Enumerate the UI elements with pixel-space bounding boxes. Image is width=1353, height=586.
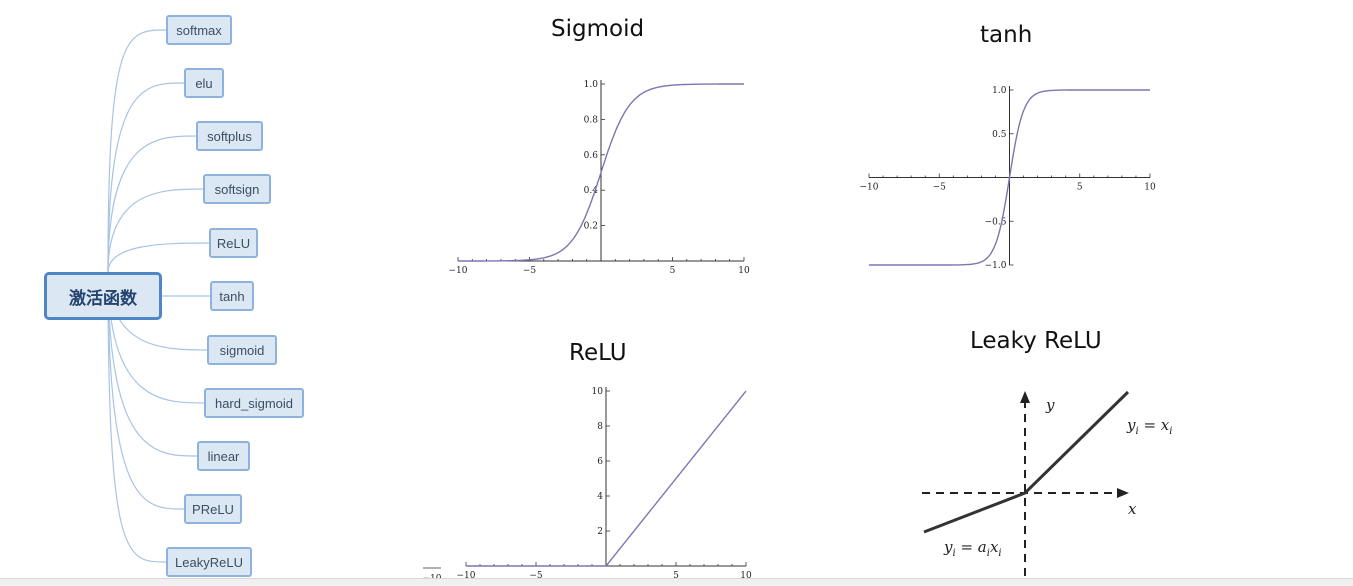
mindmap-connector bbox=[107, 271, 167, 563]
leaky-relu-diagram: y x yi = xi yi = aixi bbox=[922, 390, 1172, 580]
tanh-plot: −10 −5 5 10 −1.0 −0.5 0.5 1.0 bbox=[860, 86, 1156, 271]
mindmap-node-tanh[interactable]: tanh bbox=[210, 281, 254, 311]
mindmap-connector bbox=[107, 188, 204, 273]
x-tick-label: 5 bbox=[1077, 183, 1083, 193]
mindmap-node-leakyrelu[interactable]: LeakyReLU bbox=[166, 547, 252, 577]
x-tick-label: −5 bbox=[933, 183, 947, 193]
mindmap-connector bbox=[107, 271, 198, 457]
mindmap-connector bbox=[107, 271, 185, 510]
x-tick-label: 5 bbox=[670, 266, 676, 276]
sigmoid-title: Sigmoid bbox=[551, 16, 645, 42]
leaky-pos-formula: yi = xi bbox=[1126, 416, 1172, 437]
x-tick-label: 10 bbox=[1144, 183, 1156, 193]
mindmap-connector bbox=[107, 29, 167, 273]
leaky-relu-line bbox=[923, 390, 1130, 534]
mindmap-node-softsign[interactable]: softsign bbox=[203, 174, 271, 204]
function-curve bbox=[458, 83, 744, 262]
x-tick-label: 5 bbox=[673, 571, 679, 581]
mindmap-node-sigmoid[interactable]: sigmoid bbox=[207, 335, 277, 365]
mindmap-node-softmax[interactable]: softmax bbox=[166, 15, 232, 45]
mindmap-connector bbox=[107, 135, 197, 273]
x-tick-label: −10 bbox=[860, 183, 879, 193]
x-tick-label: −5 bbox=[523, 266, 537, 276]
y-tick-label: −0.5 bbox=[985, 217, 1007, 227]
y-tick-label: 0.2 bbox=[584, 222, 598, 232]
leaky-y-label: y bbox=[1045, 396, 1055, 414]
x-tick-label: −10 bbox=[457, 571, 476, 581]
function-curve bbox=[466, 390, 747, 567]
x-tick-label: −10 bbox=[449, 266, 468, 276]
mindmap-root-node[interactable]: 激活函数 bbox=[44, 272, 162, 320]
mindmap-node-linear[interactable]: linear bbox=[197, 441, 250, 471]
leaky-relu-title: Leaky ReLU bbox=[970, 328, 1102, 354]
y-tick-label: −1.0 bbox=[985, 261, 1007, 271]
mindmap-node-hard-sigmoid[interactable]: hard_sigmoid bbox=[204, 388, 304, 418]
relu-title: ReLU bbox=[569, 340, 627, 366]
mindmap-node-softplus[interactable]: softplus bbox=[196, 121, 263, 151]
leaky-y-arrow bbox=[1020, 391, 1030, 403]
leaky-neg-formula: yi = aixi bbox=[943, 538, 1002, 559]
y-tick-label: 0.4 bbox=[584, 186, 599, 196]
sigmoid-plot: −10 −5 5 10 0.2 0.4 0.6 0.8 1.0 bbox=[449, 80, 750, 276]
y-tick-label: 6 bbox=[597, 457, 603, 467]
y-tick-label: 4 bbox=[597, 492, 603, 502]
mindmap-connector bbox=[107, 242, 210, 273]
y-tick-label: 0.8 bbox=[584, 115, 599, 125]
y-tick-label: 1.0 bbox=[584, 80, 599, 90]
mindmap-node-elu[interactable]: elu bbox=[184, 68, 224, 98]
function-curve bbox=[869, 89, 1150, 266]
mindmap-node-relu[interactable]: ReLU bbox=[209, 228, 258, 258]
mindmap-connector bbox=[107, 82, 185, 273]
y-tick-label: 1.0 bbox=[992, 86, 1007, 96]
bottom-scrollbar[interactable] bbox=[0, 578, 1353, 586]
y-tick-label: 0.5 bbox=[992, 130, 1007, 140]
y-tick-label: 8 bbox=[597, 422, 603, 432]
y-tick-label: 2 bbox=[597, 527, 603, 537]
leaky-x-arrow bbox=[1117, 488, 1129, 498]
x-tick-label: 10 bbox=[740, 571, 752, 581]
x-tick-label: −5 bbox=[529, 571, 543, 581]
y-tick-label: 10 bbox=[592, 387, 604, 397]
x-tick-label: 10 bbox=[738, 266, 750, 276]
leaky-x-label: x bbox=[1128, 500, 1137, 518]
y-tick-label: 0.6 bbox=[584, 151, 599, 161]
tanh-title: tanh bbox=[980, 22, 1033, 48]
mindmap-node-prelu[interactable]: PReLU bbox=[184, 494, 242, 524]
